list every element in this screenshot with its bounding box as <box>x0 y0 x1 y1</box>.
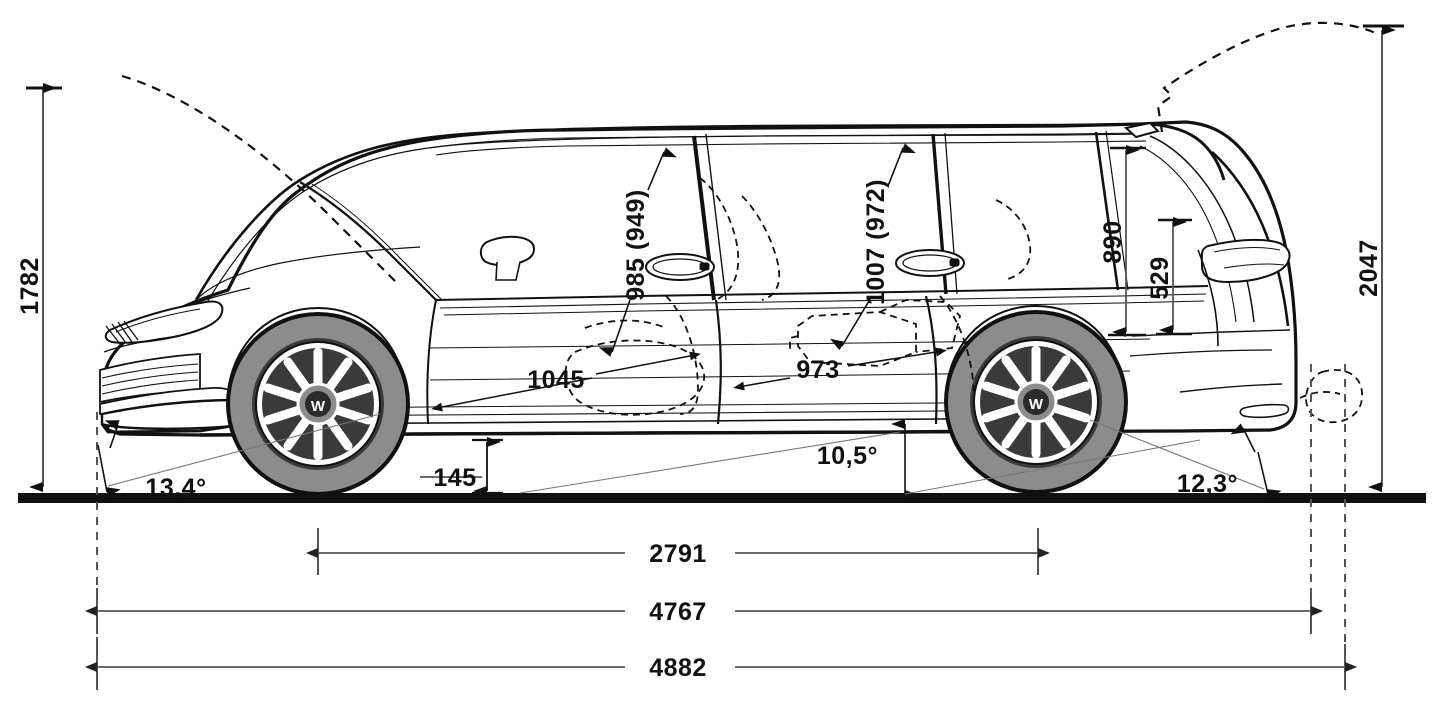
rear-quarter-crease <box>1197 249 1219 347</box>
dimension-label-length-body: 4767 <box>649 598 707 626</box>
dimension-wheelbase-2791: 2791 <box>306 528 1050 575</box>
roof-rail-line-2 <box>435 140 1147 156</box>
interior-seat-dashed-group <box>564 177 1363 424</box>
dimension-label-ground-clearance: 145 <box>433 464 476 492</box>
front-seat-cushion-dashed <box>564 339 705 416</box>
rear-seat-upper-dashed <box>879 299 961 353</box>
front-seat-back-dashed <box>699 177 740 301</box>
beltline <box>435 285 1209 301</box>
dimension-rear-973: 973 <box>733 347 947 391</box>
front-door-leading-edge <box>426 299 437 425</box>
dimension-label-length-total: 4882 <box>649 654 707 682</box>
dimension-label-wheelbase: 2791 <box>649 540 707 568</box>
rear-pillar-outer <box>1211 151 1290 327</box>
angle-label-ramp: 10,5° <box>817 442 878 470</box>
dimension-load-sill-529: 529 <box>1146 217 1192 336</box>
dimension-label-height-tailgate-open: 2047 <box>1355 239 1383 297</box>
rear-quarter-crease-2 <box>1129 349 1273 357</box>
towbar-inner-dashed <box>1299 391 1341 399</box>
dimension-headroom-rear: 1007 (972) <box>829 143 917 351</box>
front-wheel-arch <box>227 306 407 393</box>
angle-approach-13-4: 13,4° <box>97 413 381 502</box>
wing-mirror <box>479 235 535 281</box>
dimension-load-opening-890: 890 <box>1099 145 1146 337</box>
windscreen-inner <box>311 183 443 301</box>
roof-antenna-base <box>1123 121 1160 139</box>
svg-text:W: W <box>1029 396 1044 413</box>
beltline-chrome <box>439 293 1207 309</box>
rear-headrest-dashed <box>995 199 1032 281</box>
tailgate-glass-edge <box>1149 135 1255 323</box>
dimension-label-headroom-front: 985 (949) <box>622 189 650 301</box>
roofline <box>194 122 1151 301</box>
svg-text:W: W <box>311 398 326 415</box>
angle-label-departure: 12,3° <box>1177 470 1238 498</box>
dimension-label-headroom-rear: 1007 (972) <box>862 179 890 305</box>
angle-ramp-10-5: 10,5° <box>519 419 1201 500</box>
dimension-length-4882: 4882 <box>85 644 1357 690</box>
witness-lines-group <box>96 364 1346 690</box>
dimension-height-2047: 2047 <box>1355 24 1404 492</box>
angle-label-approach: 13,4° <box>145 474 206 502</box>
angle-departure-12-3: 12,3° <box>1089 419 1282 499</box>
ground-line <box>18 493 1426 503</box>
rear-seat-cushion-dashed <box>797 311 917 367</box>
dimension-front-1045: 1045 <box>431 351 701 412</box>
headlight <box>104 300 224 345</box>
rear-seat-front-edge-dashed <box>789 335 799 352</box>
bonnet-crease <box>195 246 421 301</box>
dimension-ground-clearance-145: 145 <box>420 437 503 496</box>
dimension-headroom-front: 985 (949) <box>598 147 677 357</box>
dashed-guides-group <box>121 21 1379 287</box>
front-wheel: W <box>226 312 410 496</box>
rear-bumper-crease <box>1179 383 1283 393</box>
rear-reflector <box>1239 403 1290 419</box>
rear-wheel: W <box>944 310 1128 494</box>
front-seat-side-dashed <box>665 295 699 415</box>
rear-door-handle <box>895 249 965 277</box>
front-door-handle <box>645 253 715 281</box>
tailgate-glass-inner <box>1139 145 1237 323</box>
b-pillar-edge <box>705 133 727 301</box>
bumper-upper-line <box>103 335 181 353</box>
rear-seat-back-dashed <box>939 295 975 393</box>
dimension-length-4767: 4767 <box>85 588 1323 634</box>
rear-wheel-arch <box>945 304 1125 391</box>
front-seat-edge-dashed <box>584 319 667 329</box>
dimension-label-rear-interior: 973 <box>796 356 839 384</box>
door-shutline-front <box>714 299 722 425</box>
rear-bumper-outline <box>1195 360 1298 433</box>
dimension-height-1782: 1782 <box>16 83 62 492</box>
roof-rail-line <box>429 132 1149 149</box>
dimension-label-load-opening-height: 890 <box>1099 220 1127 263</box>
spoiler-outline <box>1149 122 1226 181</box>
bonnet-open-arc-dashed <box>121 74 401 287</box>
rear-lamp <box>1200 238 1291 284</box>
a-pillar <box>299 181 437 301</box>
dimension-label-load-sill-height: 529 <box>1146 256 1174 299</box>
dimension-label-front-interior: 1045 <box>527 366 585 394</box>
dimension-label-height-front: 1782 <box>16 257 44 315</box>
beltline-chrome-2 <box>443 300 1205 316</box>
front-headrest-dashed <box>741 195 781 301</box>
